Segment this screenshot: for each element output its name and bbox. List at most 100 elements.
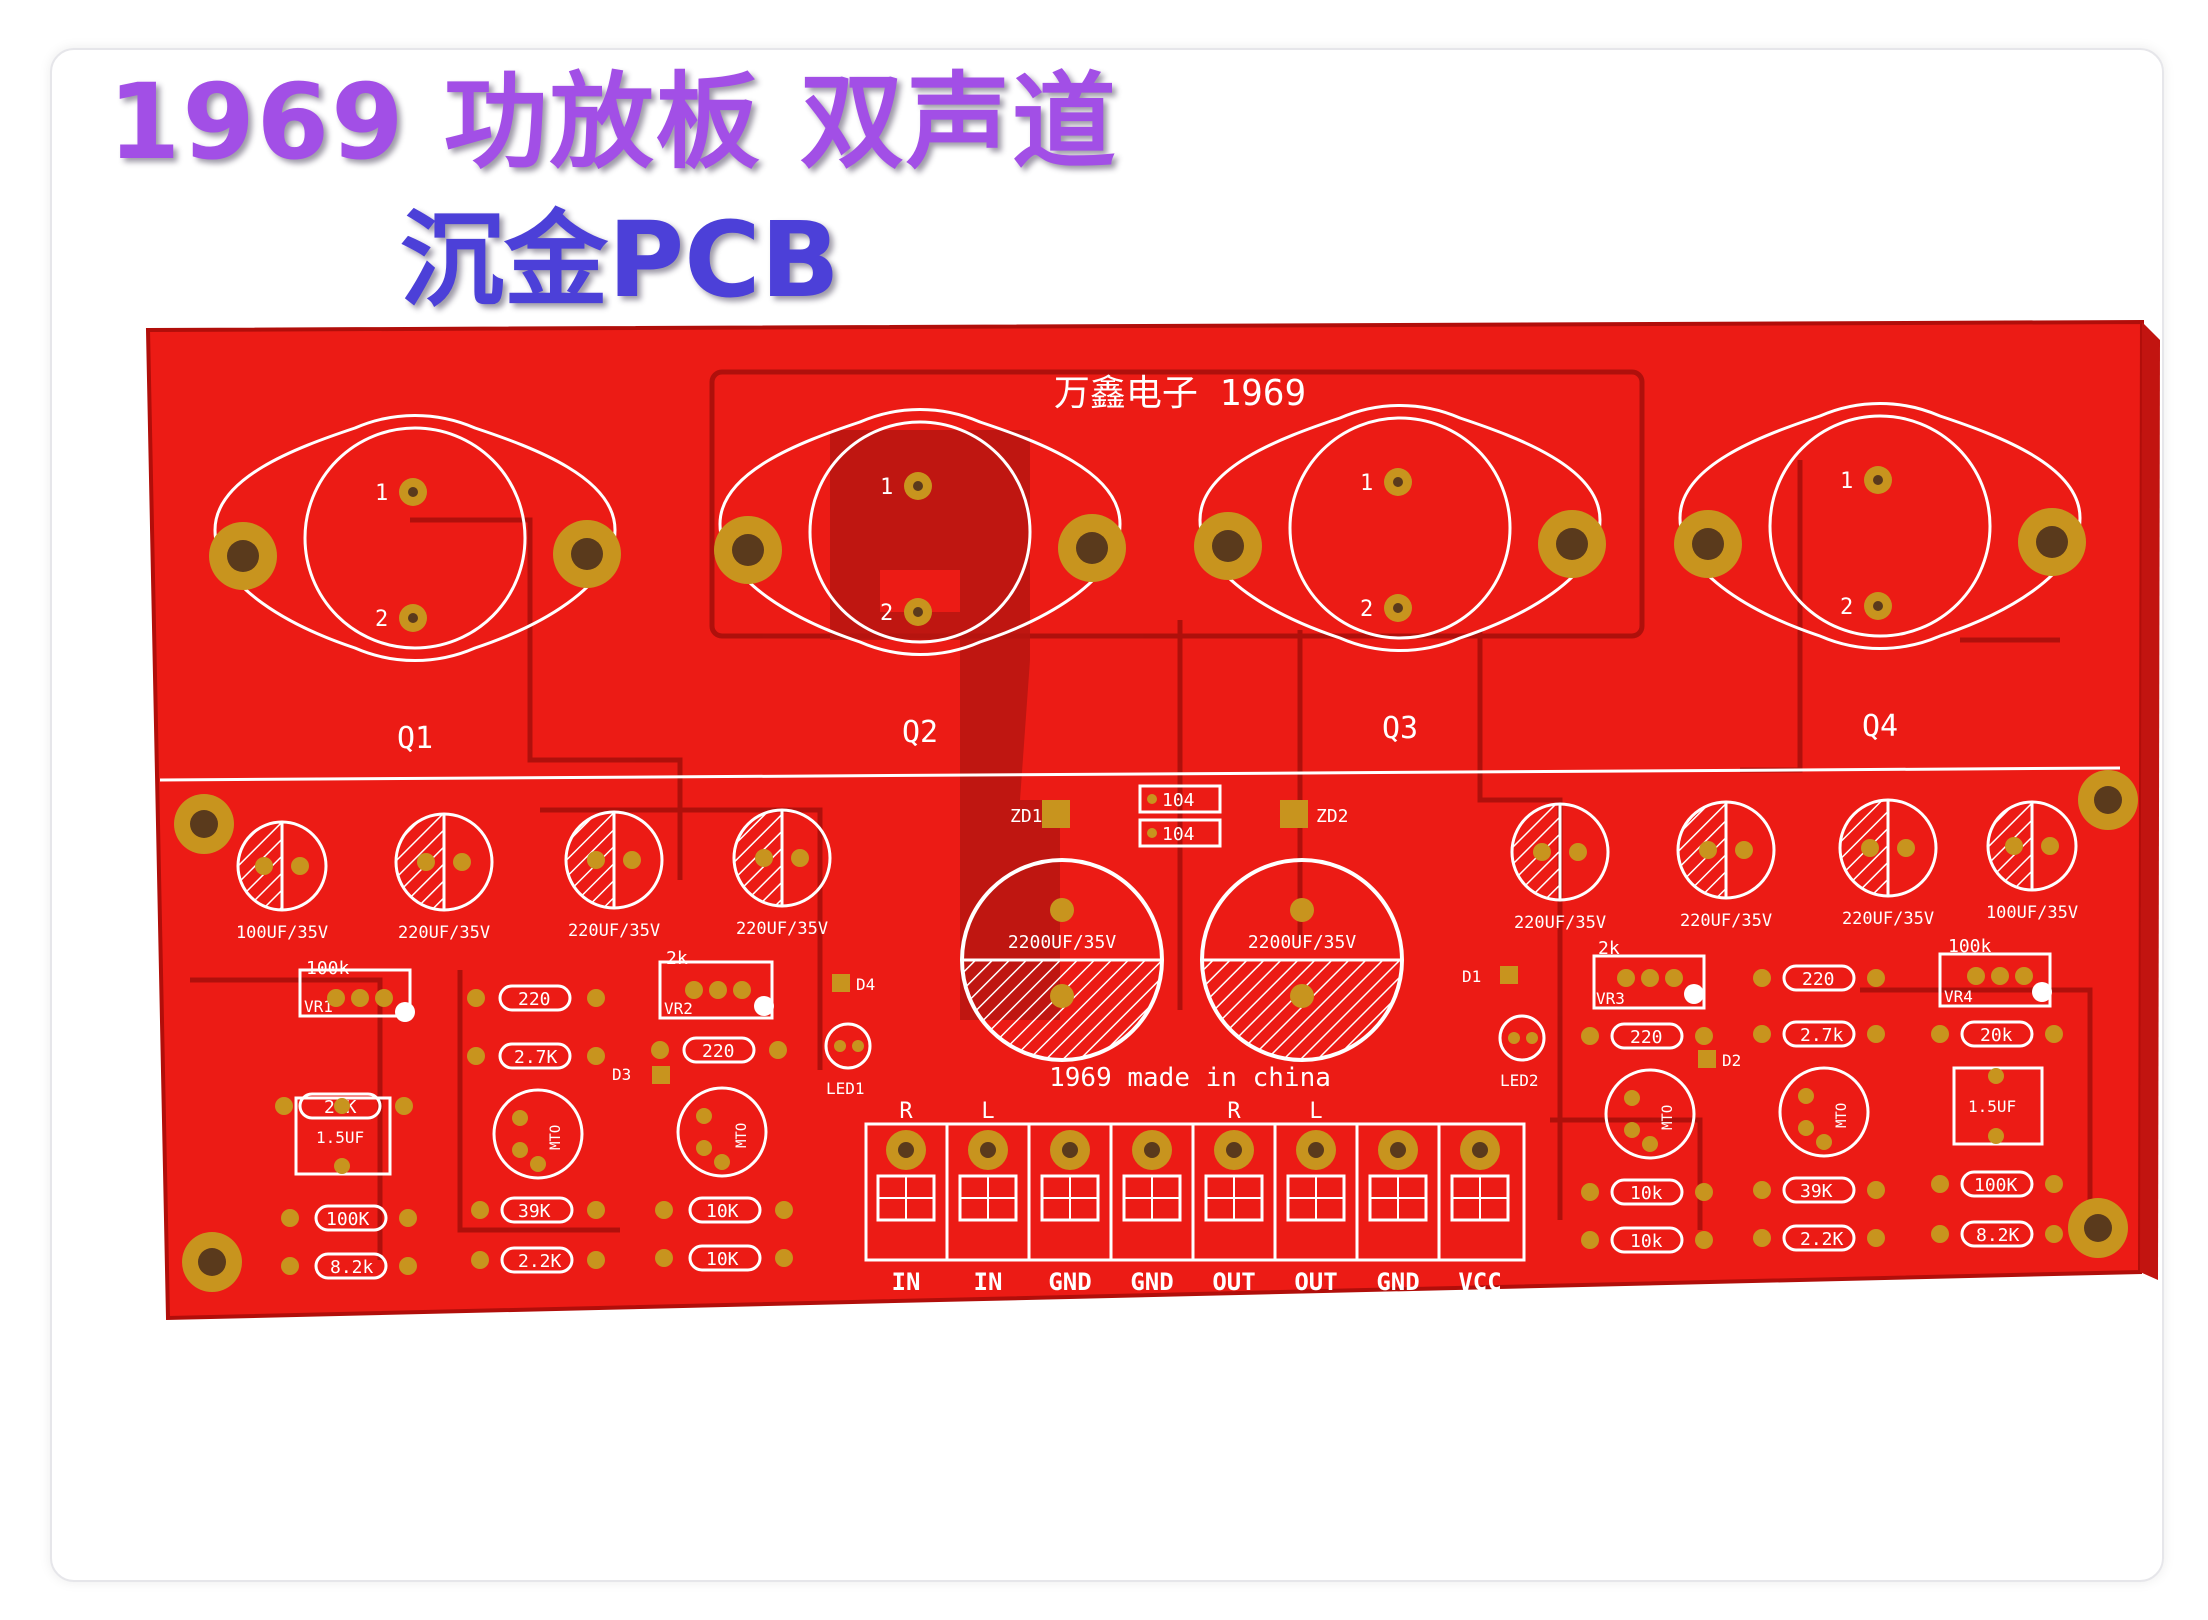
r27b-label: 2.7k — [1800, 1025, 1844, 1046]
cap-label: 100UF/35V — [1986, 903, 2078, 923]
transistor-label: Q3 — [1382, 711, 1418, 746]
r220b-label: 220 — [702, 1041, 735, 1062]
terminal-gnd: GND — [1355, 1124, 1428, 1296]
vr2-value: 2k — [666, 948, 688, 969]
electrolytic-cap: 220UF/35V — [1838, 798, 1938, 929]
r100kb-label: 100K — [1974, 1175, 2018, 1196]
terminal-vcc: VCC — [1437, 1124, 1510, 1296]
electrolytic-cap: 220UF/35V — [732, 808, 832, 939]
terminal-bottom-label: VCC — [1458, 1268, 1501, 1296]
cap104-2-label: 104 — [1162, 824, 1195, 845]
terminal-bottom-label: OUT — [1212, 1268, 1255, 1296]
c15-label: 1.5UF — [316, 1128, 364, 1147]
bulk-cap: 2200UF/35V — [960, 858, 1164, 1062]
cap-label: 220UF/35V — [1680, 911, 1772, 931]
pin1-label: 1 — [880, 475, 893, 500]
r100k-label: 100K — [326, 1209, 370, 1230]
zd2-label: ZD2 — [1316, 806, 1349, 827]
big-capacitors: 2200UF/35V 2200UF/35V — [960, 858, 1404, 1062]
terminal-top-label: L — [981, 1099, 994, 1124]
transistor-label: Q1 — [397, 721, 433, 756]
terminal-in: L IN — [945, 1099, 1018, 1296]
right-parts: D1 LED2 2k VR3 220 D2 MTO 10k 10k 220 2.… — [1462, 936, 2063, 1254]
d2-label: D2 — [1722, 1051, 1741, 1070]
r27-label: 2.7K — [514, 1047, 558, 1068]
r39-label: 39K — [518, 1201, 551, 1222]
vr4-label: VR4 — [1944, 987, 1973, 1006]
vr1-label: VR1 — [304, 997, 333, 1016]
bulk-cap-label: 2200UF/35V — [1248, 932, 1357, 953]
terminal-block: RIN L IN GND GND R OUT L OUT GND VCC — [864, 1099, 1526, 1296]
pin2-label: 2 — [1840, 595, 1853, 620]
terminal-top-label: R — [1227, 1099, 1241, 1124]
transistor-label: Q4 — [1862, 709, 1898, 744]
r82b-label: 8.2K — [1976, 1225, 2020, 1246]
mounting-holes — [174, 770, 2138, 1292]
terminal-bottom-label: GND — [1376, 1268, 1419, 1296]
r10b-label: 10K — [706, 1249, 739, 1270]
led1-label: LED1 — [826, 1079, 865, 1098]
mounting-hole — [2078, 770, 2138, 830]
r10d-label: 10k — [1630, 1231, 1663, 1252]
copper-traces — [190, 369, 2093, 1260]
d4-label: D4 — [856, 975, 875, 994]
product-title: 1969 功放板 双声道 — [108, 61, 1118, 183]
mto3-label: MTO — [1660, 1105, 1676, 1130]
r20kb-label: 20k — [1980, 1025, 2013, 1046]
terminal-bottom-label: IN — [974, 1268, 1003, 1296]
d3-label: D3 — [612, 1065, 631, 1084]
terminal-bottom-label: GND — [1048, 1268, 1091, 1296]
terminal-out: L OUT — [1273, 1099, 1346, 1296]
r39b-label: 39K — [1800, 1181, 1833, 1202]
r22-label: 2.2K — [518, 1251, 562, 1272]
zd1-label: ZD1 — [1010, 806, 1043, 827]
cap-label: 100UF/35V — [236, 923, 328, 943]
product-subtitle: 沉金PCB — [400, 199, 840, 321]
cap-label: 220UF/35V — [568, 921, 660, 941]
transistor-q3: 1 2Q3 — [1194, 404, 1606, 746]
terminal-bottom-label: GND — [1130, 1268, 1173, 1296]
cap-label: 220UF/35V — [1514, 913, 1606, 933]
left-parts: 100k VR1 20K 1.5UF 100K 8.2k 220 2.7K MT… — [275, 948, 875, 1280]
cap-label: 220UF/35V — [1842, 909, 1934, 929]
mto1-label: MTO — [548, 1125, 564, 1150]
vr1-value: 100k — [306, 958, 350, 979]
mounting-hole — [2068, 1198, 2128, 1258]
d1-label: D1 — [1462, 967, 1481, 986]
zener-group: ZD1 ZD2 104 104 — [1010, 784, 1349, 848]
electrolytic-cap: 220UF/35V — [1676, 800, 1776, 931]
r22b-label: 2.2K — [1800, 1229, 1844, 1250]
brand-label: 万鑫电子 1969 — [1054, 373, 1306, 414]
c15b-label: 1.5UF — [1968, 1097, 2016, 1116]
vr3-label: VR3 — [1596, 989, 1625, 1008]
terminal-bottom-label: OUT — [1294, 1268, 1337, 1296]
cap104-1-label: 104 — [1162, 790, 1195, 811]
r220a-label: 220 — [518, 989, 551, 1010]
r82-label: 8.2k — [330, 1257, 374, 1278]
mounting-hole — [182, 1232, 242, 1292]
bulk-cap-label: 2200UF/35V — [1008, 932, 1117, 953]
electrolytic-cap: 100UF/35V — [1986, 800, 2078, 923]
made-in-label: 1969 made in china — [1049, 1063, 1331, 1093]
transistor-label: Q2 — [902, 715, 938, 750]
led2-label: LED2 — [1500, 1071, 1539, 1090]
photo-frame — [50, 48, 2164, 1582]
electrolytic-cap: 220UF/35V — [394, 812, 494, 943]
terminal-in: RIN — [876, 1099, 936, 1296]
pin1-label: 1 — [1840, 469, 1853, 494]
mounting-hole — [174, 794, 234, 854]
silk-divider — [159, 766, 2121, 782]
vr2-label: VR2 — [664, 999, 693, 1018]
pin2-label: 2 — [1360, 597, 1373, 622]
terminal-out: R OUT — [1191, 1099, 1264, 1296]
terminal-bottom-label: IN — [892, 1268, 921, 1296]
r220c-label: 220 — [1630, 1027, 1663, 1048]
r10a-label: 10K — [706, 1201, 739, 1222]
pin1-label: 1 — [375, 481, 388, 506]
terminal-top-label: L — [1309, 1099, 1322, 1124]
pin1-label: 1 — [1360, 471, 1373, 496]
cap-label: 220UF/35V — [398, 923, 490, 943]
